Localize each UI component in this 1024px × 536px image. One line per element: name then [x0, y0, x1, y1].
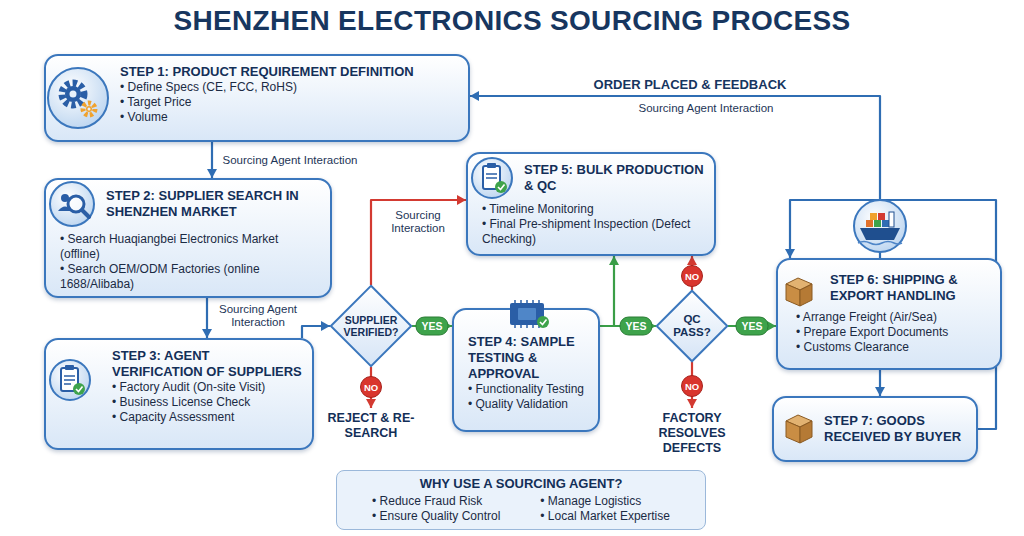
- bullet-item: • Search OEM/ODM Factories (online 1688/…: [60, 262, 320, 292]
- arrow-head: [687, 256, 697, 265]
- box-heading: STEP 3: AGENT VERIFICATION OF SUPPLIERS: [112, 348, 302, 380]
- bullet-item: • Local Market Expertise: [540, 509, 670, 524]
- decision-text-wrap: QC PASS?: [656, 313, 728, 340]
- bullet-item: • Search Huaqiangbei Electronics Market …: [60, 232, 320, 262]
- decision-diamond: QC PASS?: [656, 290, 728, 362]
- edge-label: ORDER PLACED & FEEDBACK: [594, 77, 787, 92]
- no-badge: NO: [360, 376, 382, 398]
- yes-badge: YES: [735, 317, 768, 336]
- decision-text-wrap: SUPPLIER VERIFIED?: [330, 314, 412, 339]
- edge-label: Sourcing Agent Interaction: [214, 303, 302, 329]
- bullet-item: • Quality Validation: [468, 397, 588, 412]
- box-heading: STEP 2: SUPPLIER SEARCH IN SHENZHEN MARK…: [106, 188, 320, 232]
- diamond-outline: [331, 286, 411, 366]
- free-label: Sourcing Agent Interaction: [639, 102, 774, 115]
- bullet-item: • Reduce Fraud Risk: [372, 494, 500, 509]
- connector-line: [600, 256, 614, 326]
- arrow-head: [202, 329, 212, 338]
- bullet-item: • Timeline Monitoring: [482, 202, 704, 217]
- box-heading: WHY USE A SOURCING AGENT?: [347, 476, 695, 492]
- arrow-head: [875, 387, 885, 396]
- process-box: STEP 1: PRODUCT REQUIREMENT DEFINITION• …: [44, 54, 470, 142]
- info-box: WHY USE A SOURCING AGENT? • Reduce Fraud …: [336, 470, 706, 530]
- outcome-text: FACTORY RESOLVES DEFECTS: [642, 408, 742, 458]
- title: SHENZHEN ELECTRONICS SOURCING PROCESS: [0, 4, 1024, 38]
- process-box: STEP 5: BULK PRODUCTION & QC• Timeline M…: [466, 152, 716, 256]
- process-box: STEP 2: SUPPLIER SEARCH IN SHENZHEN MARK…: [44, 178, 332, 298]
- box-heading: STEP 5: BULK PRODUCTION & QC: [524, 162, 704, 202]
- arrow-head: [321, 321, 330, 331]
- bullet-item: • Customs Clearance: [796, 340, 990, 355]
- bullet-item: • Target Price: [120, 95, 458, 110]
- edge-label: Sourcing Interaction: [378, 209, 458, 235]
- no-badge: NO: [681, 375, 703, 397]
- connector: [207, 142, 217, 178]
- ship-icon: [854, 200, 906, 252]
- arrow-head: [687, 399, 697, 408]
- box-heading: STEP 7: GOODS RECEIVED BY BUYER: [824, 413, 966, 445]
- connector: [202, 298, 212, 338]
- process-box: STEP 6: SHIPPING & EXPORT HANDLING• Arra…: [776, 258, 1002, 370]
- connector: [371, 195, 466, 285]
- outcome-text-wrap: FACTORY RESOLVES DEFECTS: [642, 411, 742, 456]
- yes-badge: YES: [415, 317, 448, 336]
- outcome-text: REJECT & RE-SEARCH: [322, 411, 420, 441]
- process-box: STEP 4: SAMPLE TESTING & APPROVAL• Funct…: [452, 308, 600, 432]
- process-box: STEP 3: AGENT VERIFICATION OF SUPPLIERS•…: [44, 338, 314, 450]
- decision-text: QC PASS?: [666, 313, 718, 340]
- bullet-item: • Capacity Assessment: [112, 410, 302, 425]
- bullet-item: • Define Specs (CE, FCC, RoHS): [120, 80, 458, 95]
- outcome-text: REJECT & RE-SEARCH: [322, 408, 420, 444]
- outcome-text-wrap: REJECT & RE-SEARCH: [322, 411, 420, 441]
- bullet-item: • Manage Logistics: [540, 494, 670, 509]
- no-badge: NO: [681, 265, 703, 287]
- arrow-head: [366, 399, 376, 408]
- box-heading: STEP 1: PRODUCT REQUIREMENT DEFINITION: [120, 64, 458, 80]
- bullet-item: • Ensure Quality Control: [372, 509, 500, 524]
- bullet-item: • Business License Check: [112, 395, 302, 410]
- connector: [600, 256, 619, 326]
- bullet-item: • Functionality Testing: [468, 382, 588, 397]
- yes-badge: YES: [619, 317, 652, 336]
- arrow-head: [609, 256, 619, 265]
- bullet-grid: • Reduce Fraud Risk • Manage Logistics • E…: [347, 494, 695, 524]
- connector-line: [371, 200, 466, 285]
- connector: [875, 370, 885, 396]
- decision-text: SUPPLIER VERIFIED?: [340, 314, 402, 339]
- decision-diamond: SUPPLIER VERIFIED?: [330, 285, 412, 367]
- arrow-head: [470, 91, 479, 101]
- process-box: STEP 7: GOODS RECEIVED BY BUYER: [772, 396, 978, 462]
- connector: [302, 321, 330, 338]
- arrow-head: [457, 195, 466, 205]
- edge-label: Sourcing Agent Interaction: [223, 154, 358, 167]
- bullet-item: • Factory Audit (On-site Visit): [112, 380, 302, 395]
- outcome-text: FACTORY RESOLVES DEFECTS: [642, 411, 742, 456]
- box-heading: STEP 6: SHIPPING & EXPORT HANDLING: [830, 272, 990, 310]
- bullet-item: • Volume: [120, 110, 458, 125]
- bullet-item: • Prepare Export Documents: [796, 325, 990, 340]
- bullet-item: • Final Pre-shipment Inspection (Defect …: [482, 217, 704, 247]
- arrow-head: [785, 249, 795, 258]
- arrow-head: [207, 169, 217, 178]
- diamond-outline: [657, 291, 728, 362]
- box-heading: STEP 4: SAMPLE TESTING & APPROVAL: [468, 334, 588, 382]
- bullet-item: • Arrange Freight (Air/Sea): [796, 310, 990, 325]
